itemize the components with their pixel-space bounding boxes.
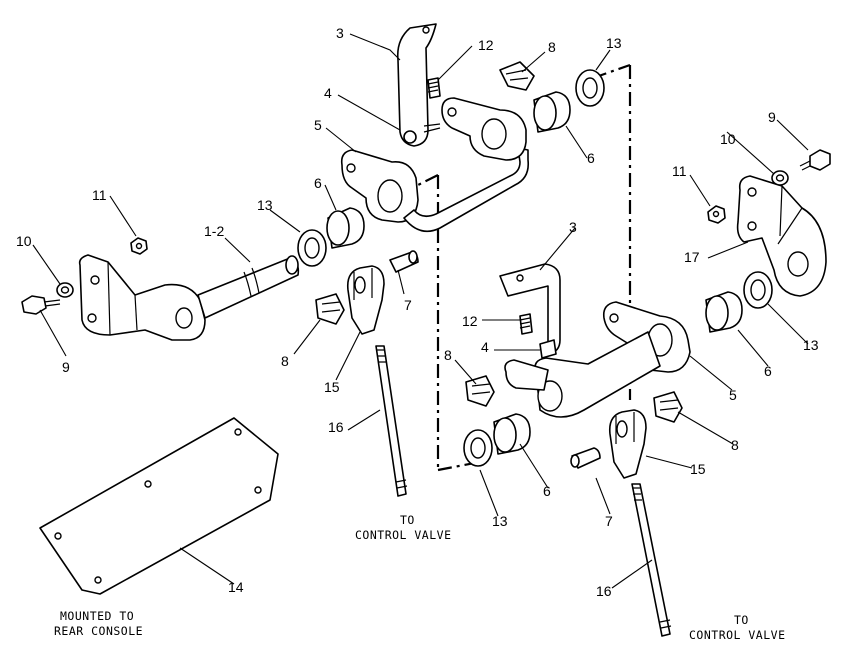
bolt-12-lower: [519, 313, 533, 335]
washer-10-left: [56, 282, 74, 298]
label-13-lower: 13: [492, 513, 508, 529]
label-8-left: 8: [281, 353, 289, 369]
bushing-6-upper: [533, 91, 571, 133]
label-4-upper: 4: [324, 85, 332, 101]
label-16-right: 16: [596, 583, 612, 599]
note-control-valve-left-line1: TO: [400, 513, 415, 527]
label-1-2: 1-2: [204, 223, 224, 239]
label-5-upper: 5: [314, 117, 322, 133]
note-control-valve-left-line2: CONTROL VALVE: [355, 528, 452, 542]
label-3-lower: 3: [569, 219, 577, 235]
label-9-left: 9: [62, 359, 70, 375]
bushing-6-lower: [493, 413, 531, 455]
label-6-right: 6: [764, 363, 772, 379]
bushing-6-left: [326, 207, 365, 249]
clevis-15-left: [346, 265, 385, 335]
shaft-1-2: [197, 255, 300, 319]
washer-13-right: [743, 271, 773, 309]
left-mounting-bracket: [78, 254, 206, 341]
label-13-left: 13: [257, 197, 273, 213]
label-7-right: 7: [605, 513, 613, 529]
label-6-lower: 6: [543, 483, 551, 499]
note-mounted-line1: MOUNTED TO: [60, 609, 134, 623]
notes: TO CONTROL VALVE TO CONTROL VALVE MOUNTE…: [54, 513, 786, 642]
label-8-lower-right: 8: [731, 437, 739, 453]
label-3-upper: 3: [336, 25, 344, 41]
pin-7-right: [570, 447, 601, 469]
label-13-upper: 13: [606, 35, 622, 51]
label-4-lower: 4: [481, 339, 489, 355]
nut-11-right: [707, 205, 726, 224]
washer-13-left: [297, 229, 327, 267]
bushing-6-right: [705, 291, 743, 333]
label-10-right: 10: [720, 131, 736, 147]
label-9-right: 9: [768, 109, 776, 125]
clevis-15-right: [608, 409, 647, 479]
pin-7-left: [389, 250, 419, 273]
label-11-right: 11: [672, 163, 687, 179]
label-13-right: 13: [803, 337, 819, 353]
label-8-upper: 8: [548, 39, 556, 55]
label-12-lower: 12: [462, 313, 478, 329]
label-15-right: 15: [690, 461, 706, 477]
label-8-lower-left: 8: [444, 347, 452, 363]
label-6-left: 6: [314, 175, 322, 191]
callout-labels: 3 4 5 6 1-2 13 11 10 9 8 15 16 7 12 8 13…: [16, 25, 819, 599]
pin-4-lower: [539, 339, 557, 359]
label-5-lower: 5: [729, 387, 737, 403]
lever-5-lower: [504, 301, 691, 418]
washer-13-lower: [463, 429, 493, 467]
label-7-left: 7: [404, 297, 412, 313]
clip-8-lower-left: [465, 375, 495, 407]
lever-5-upper: [340, 147, 530, 233]
plate-14: [39, 417, 279, 595]
label-6-upper: 6: [587, 150, 595, 166]
note-control-valve-right-line2: CONTROL VALVE: [689, 628, 786, 642]
lever-5-top: [441, 97, 527, 161]
nut-11-left: [130, 237, 148, 255]
label-16-left: 16: [328, 419, 344, 435]
rod-16-left: [375, 345, 408, 497]
note-control-valve-right-line1: TO: [734, 613, 749, 627]
label-17: 17: [684, 249, 700, 265]
bracket-3-upper: [396, 23, 441, 147]
leader-lines: [32, 33, 809, 589]
label-15-left: 15: [324, 379, 340, 395]
washer-13-upper: [575, 69, 605, 107]
rod-16-right: [631, 483, 672, 637]
bolt-9-right: [799, 149, 831, 171]
washer-10-right: [771, 170, 789, 186]
clip-8-lower-right: [653, 391, 683, 423]
label-10-left: 10: [16, 233, 32, 249]
clip-8-left: [315, 293, 345, 325]
label-14: 14: [228, 579, 244, 595]
note-mounted-line2: REAR CONSOLE: [54, 624, 143, 638]
bracket-17-right: [736, 175, 827, 297]
bolt-9-left: [21, 295, 61, 315]
bolt-12-upper: [427, 77, 441, 99]
label-12-upper: 12: [478, 37, 494, 53]
label-11-left: 11: [92, 187, 107, 203]
